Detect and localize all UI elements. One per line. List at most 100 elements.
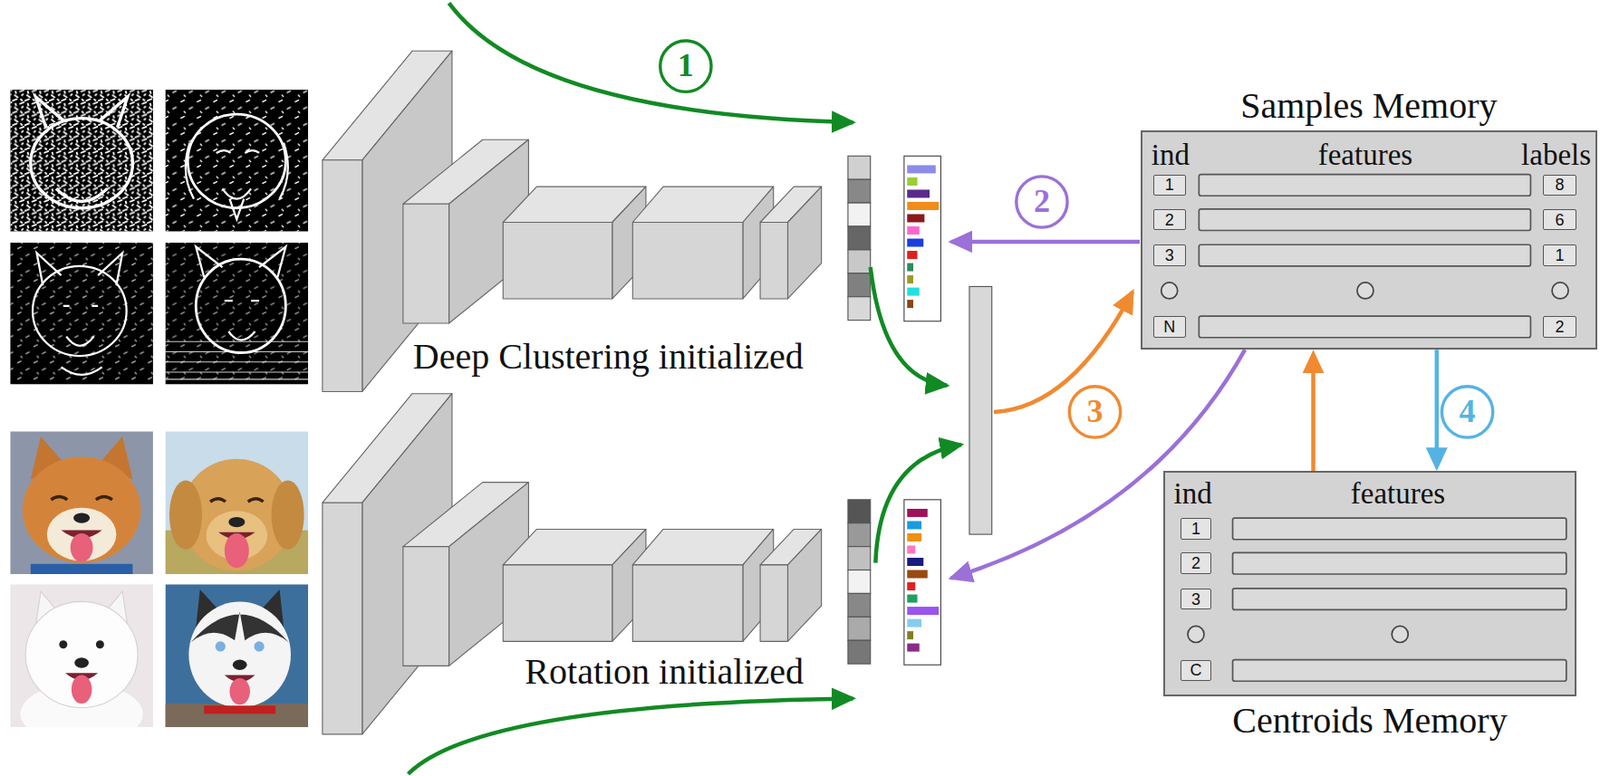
prediction-histogram (906, 239, 924, 248)
edge-image (9, 89, 154, 232)
prediction-histogram (906, 213, 925, 222)
feature-vector (848, 273, 871, 298)
dog-photo (9, 431, 154, 575)
prediction-histogram (906, 189, 930, 198)
dog-photo (30, 564, 134, 575)
index-cell: 2 (1180, 552, 1212, 575)
flow-arrow (449, 2, 854, 123)
edge-image (9, 89, 154, 232)
edge-image (37, 252, 124, 376)
dog-photo (164, 431, 309, 575)
dog-photo (169, 480, 203, 550)
network-label: Deep Clustering initialized (413, 337, 804, 377)
feature-slot (1198, 174, 1566, 683)
concatenated-vector (969, 286, 993, 535)
column-header: ind (1174, 477, 1213, 511)
dog-photo (253, 641, 264, 652)
index-number: 1 (1191, 520, 1201, 538)
cnn-layers (787, 186, 821, 299)
edge-image (9, 242, 154, 386)
prediction-histogram (906, 533, 922, 542)
dog-photo (164, 703, 309, 728)
column-header: labels (1521, 138, 1591, 172)
dog-photo (50, 496, 113, 500)
callout-circle (1016, 176, 1068, 228)
prediction-histogram (906, 275, 914, 284)
memory-panel (1163, 471, 1577, 697)
index-number: 6 (1554, 212, 1564, 229)
cnn-layers (502, 222, 613, 299)
connector-arrow (1435, 349, 1440, 454)
connector-arrow (1310, 367, 1316, 472)
edge-image (195, 247, 286, 341)
dog-photo (232, 660, 248, 671)
prediction-histogram (906, 644, 920, 653)
column-header: features (1318, 138, 1413, 172)
index-number: 1 (1165, 176, 1175, 193)
flow-arrow (408, 698, 854, 774)
feature-vector (848, 155, 871, 180)
prediction-histogram (906, 164, 936, 174)
prediction-histogram (904, 500, 942, 666)
edge-image (185, 143, 289, 220)
dog-photo (25, 601, 138, 708)
centroids-memory-box: 123CindfeaturesCentroids Memory (1163, 471, 1577, 697)
feature-slot (1233, 518, 1567, 540)
edge-image (164, 89, 309, 232)
cnn-layers (322, 394, 822, 735)
index-number: 2 (1191, 555, 1201, 572)
dog-photo (74, 657, 89, 668)
feature-vector (848, 523, 871, 548)
index-cell: C (1180, 660, 1212, 683)
dog-photo (203, 705, 276, 714)
dog-photo (164, 584, 309, 728)
label-cell: 1 (1542, 244, 1577, 267)
ellipsis-circle (1161, 282, 1178, 299)
callout-number: 2 (1033, 183, 1051, 221)
index-cell: 3 (1180, 588, 1212, 611)
memory-panel (1140, 130, 1597, 697)
edge-image (32, 266, 127, 357)
feature-vector (848, 250, 871, 274)
feature-slot (1233, 660, 1567, 683)
dog-photo (224, 533, 250, 569)
feature-vector (848, 179, 871, 203)
feature-slot (1198, 316, 1531, 338)
edge-image (9, 242, 154, 386)
dog-photo (58, 640, 68, 649)
ellipsis-circle (1161, 282, 1569, 644)
memory-title: Centroids Memory (1232, 701, 1507, 742)
callout-number: 4 (1459, 394, 1476, 431)
dog-photo (271, 480, 305, 550)
prediction-histogram (906, 582, 916, 591)
feature-vector (848, 155, 871, 665)
dog-photo (164, 431, 309, 575)
feature-slot (1198, 244, 1531, 267)
dog-photo (96, 640, 105, 649)
dog-photo (73, 512, 90, 523)
index-number: 8 (1554, 176, 1564, 193)
prediction-histogram (906, 250, 917, 260)
flow-arrow (875, 444, 962, 564)
index-number: N (1163, 318, 1176, 336)
ellipsis-circle (1551, 282, 1569, 299)
prediction-histogram (906, 263, 914, 272)
prediction-histogram (906, 570, 928, 579)
feature-vector (848, 226, 871, 251)
index-number: 2 (1165, 212, 1175, 229)
prediction-histogram (906, 226, 920, 235)
label-cell: 8 (1542, 174, 1577, 197)
flow-arrow (870, 267, 947, 386)
edge-image (164, 89, 309, 232)
flow-arrow (951, 240, 1140, 245)
edge-image (164, 242, 309, 386)
edge-image (9, 89, 154, 232)
callout-number: 1 (677, 48, 694, 85)
feature-vector (848, 500, 871, 524)
dog-photo (191, 612, 290, 644)
feature-slot (1198, 174, 1531, 197)
column-header: ind (1151, 138, 1190, 172)
feature-vector (848, 547, 871, 571)
column-header: features (1350, 477, 1446, 511)
